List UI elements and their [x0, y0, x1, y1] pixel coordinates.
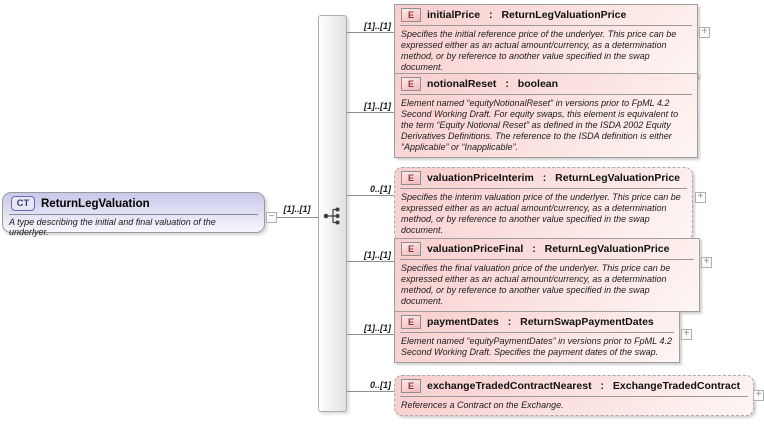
cardinality-label: [1]..[1] — [283, 204, 311, 214]
expand-button[interactable]: + — [699, 27, 710, 38]
cardinality-label: 0..[1] — [369, 380, 391, 390]
type-separator: : — [539, 172, 550, 184]
element-annotation: Specifies the interim valuation price of… — [401, 192, 681, 235]
element-type: ReturnLegValuationPrice — [544, 243, 670, 255]
element-badge-icon: E — [401, 8, 421, 22]
element-box-exchangeTradedContractNearest[interactable]: E exchangeTradedContractNearest : Exchan… — [394, 375, 754, 416]
title-separator-line — [9, 214, 258, 215]
element-title-row: E exchangeTradedContractNearest : Exchan… — [395, 376, 753, 395]
element-box-valuationPriceInterim[interactable]: E valuationPriceInterim : ReturnLegValua… — [394, 167, 693, 241]
expand-button[interactable]: + — [695, 192, 706, 203]
element-type: boolean — [517, 78, 559, 90]
element-box-initialPrice[interactable]: E initialPrice : ReturnLegValuationPrice… — [394, 4, 698, 78]
collapse-button[interactable]: − — [266, 212, 277, 223]
connector-line — [347, 112, 394, 113]
element-annotation: Element named “equityPaymentDates” in ve… — [401, 336, 672, 357]
title-separator-line — [400, 396, 748, 397]
element-name: valuationPriceInterim — [427, 172, 534, 184]
element-annotation: References a Contract on the Exchange. — [401, 400, 564, 410]
element-badge-icon: E — [401, 379, 421, 393]
element-name: notionalReset — [427, 78, 497, 90]
element-type: ReturnLegValuationPrice — [555, 172, 681, 184]
connector-line — [277, 217, 318, 218]
element-badge-icon: E — [401, 77, 421, 91]
connector-line — [347, 334, 394, 335]
connector-line — [347, 391, 394, 392]
complex-type-annotation: A type describing the initial and final … — [9, 217, 216, 237]
cardinality-label: [1]..[1] — [364, 21, 391, 31]
cardinality-label: [1]..[1] — [364, 323, 391, 333]
element-type: ReturnSwapPaymentDates — [520, 316, 654, 328]
title-separator-line — [400, 25, 692, 26]
expand-button[interactable]: + — [753, 390, 764, 401]
expand-button[interactable]: + — [681, 329, 692, 340]
connector-line — [347, 195, 394, 196]
type-separator: : — [597, 380, 607, 392]
element-badge-icon: E — [401, 171, 421, 185]
element-title-row: E valuationPriceFinal : ReturnLegValuati… — [395, 239, 699, 258]
type-separator: : — [486, 9, 496, 21]
element-name: valuationPriceFinal — [427, 243, 524, 255]
element-title-row: E initialPrice : ReturnLegValuationPrice — [395, 5, 697, 24]
cardinality-label: [1]..[1] — [364, 250, 391, 260]
sequence-compositor-icon[interactable] — [322, 206, 344, 226]
expand-button[interactable]: + — [701, 257, 712, 268]
element-name: exchangeTradedContractNearest — [427, 380, 592, 392]
title-separator-line — [400, 188, 687, 189]
element-title-row: E valuationPriceInterim : ReturnLegValua… — [395, 168, 692, 187]
cardinality-label: [1]..[1] — [364, 101, 391, 111]
complex-type-badge-icon: CT — [11, 196, 35, 211]
element-annotation: Element named “equityNotionalReset” in v… — [401, 98, 679, 152]
complex-type-name: ReturnLegValuation — [41, 197, 150, 210]
element-name: initialPrice — [427, 9, 481, 21]
element-type: ReturnLegValuationPrice — [501, 9, 627, 21]
element-title-row: E paymentDates : ReturnSwapPaymentDates — [395, 312, 679, 331]
element-badge-icon: E — [401, 315, 421, 329]
type-separator: : — [502, 78, 512, 90]
complex-type-title-row: CT ReturnLegValuation — [3, 193, 264, 213]
element-box-valuationPriceFinal[interactable]: E valuationPriceFinal : ReturnLegValuati… — [394, 238, 700, 312]
connector-line — [347, 261, 394, 262]
cardinality-label: 0..[1] — [369, 184, 391, 194]
type-separator: : — [504, 316, 515, 328]
element-type: ExchangeTradedContract — [612, 380, 741, 392]
element-box-paymentDates[interactable]: E paymentDates : ReturnSwapPaymentDates … — [394, 311, 680, 363]
element-badge-icon: E — [401, 242, 421, 256]
element-title-row: E notionalReset : boolean — [395, 74, 697, 93]
element-box-notionalReset[interactable]: E notionalReset : boolean Element named … — [394, 73, 698, 158]
element-annotation: Specifies the final valuation price of t… — [401, 263, 671, 306]
connector-line — [347, 32, 394, 33]
title-separator-line — [400, 332, 674, 333]
title-separator-line — [400, 94, 692, 95]
element-annotation: Specifies the initial reference price of… — [401, 29, 677, 72]
element-name: paymentDates — [427, 316, 499, 328]
title-separator-line — [400, 259, 694, 260]
complex-type-box[interactable]: CT ReturnLegValuation A type describing … — [2, 192, 265, 237]
type-separator: : — [529, 243, 539, 255]
